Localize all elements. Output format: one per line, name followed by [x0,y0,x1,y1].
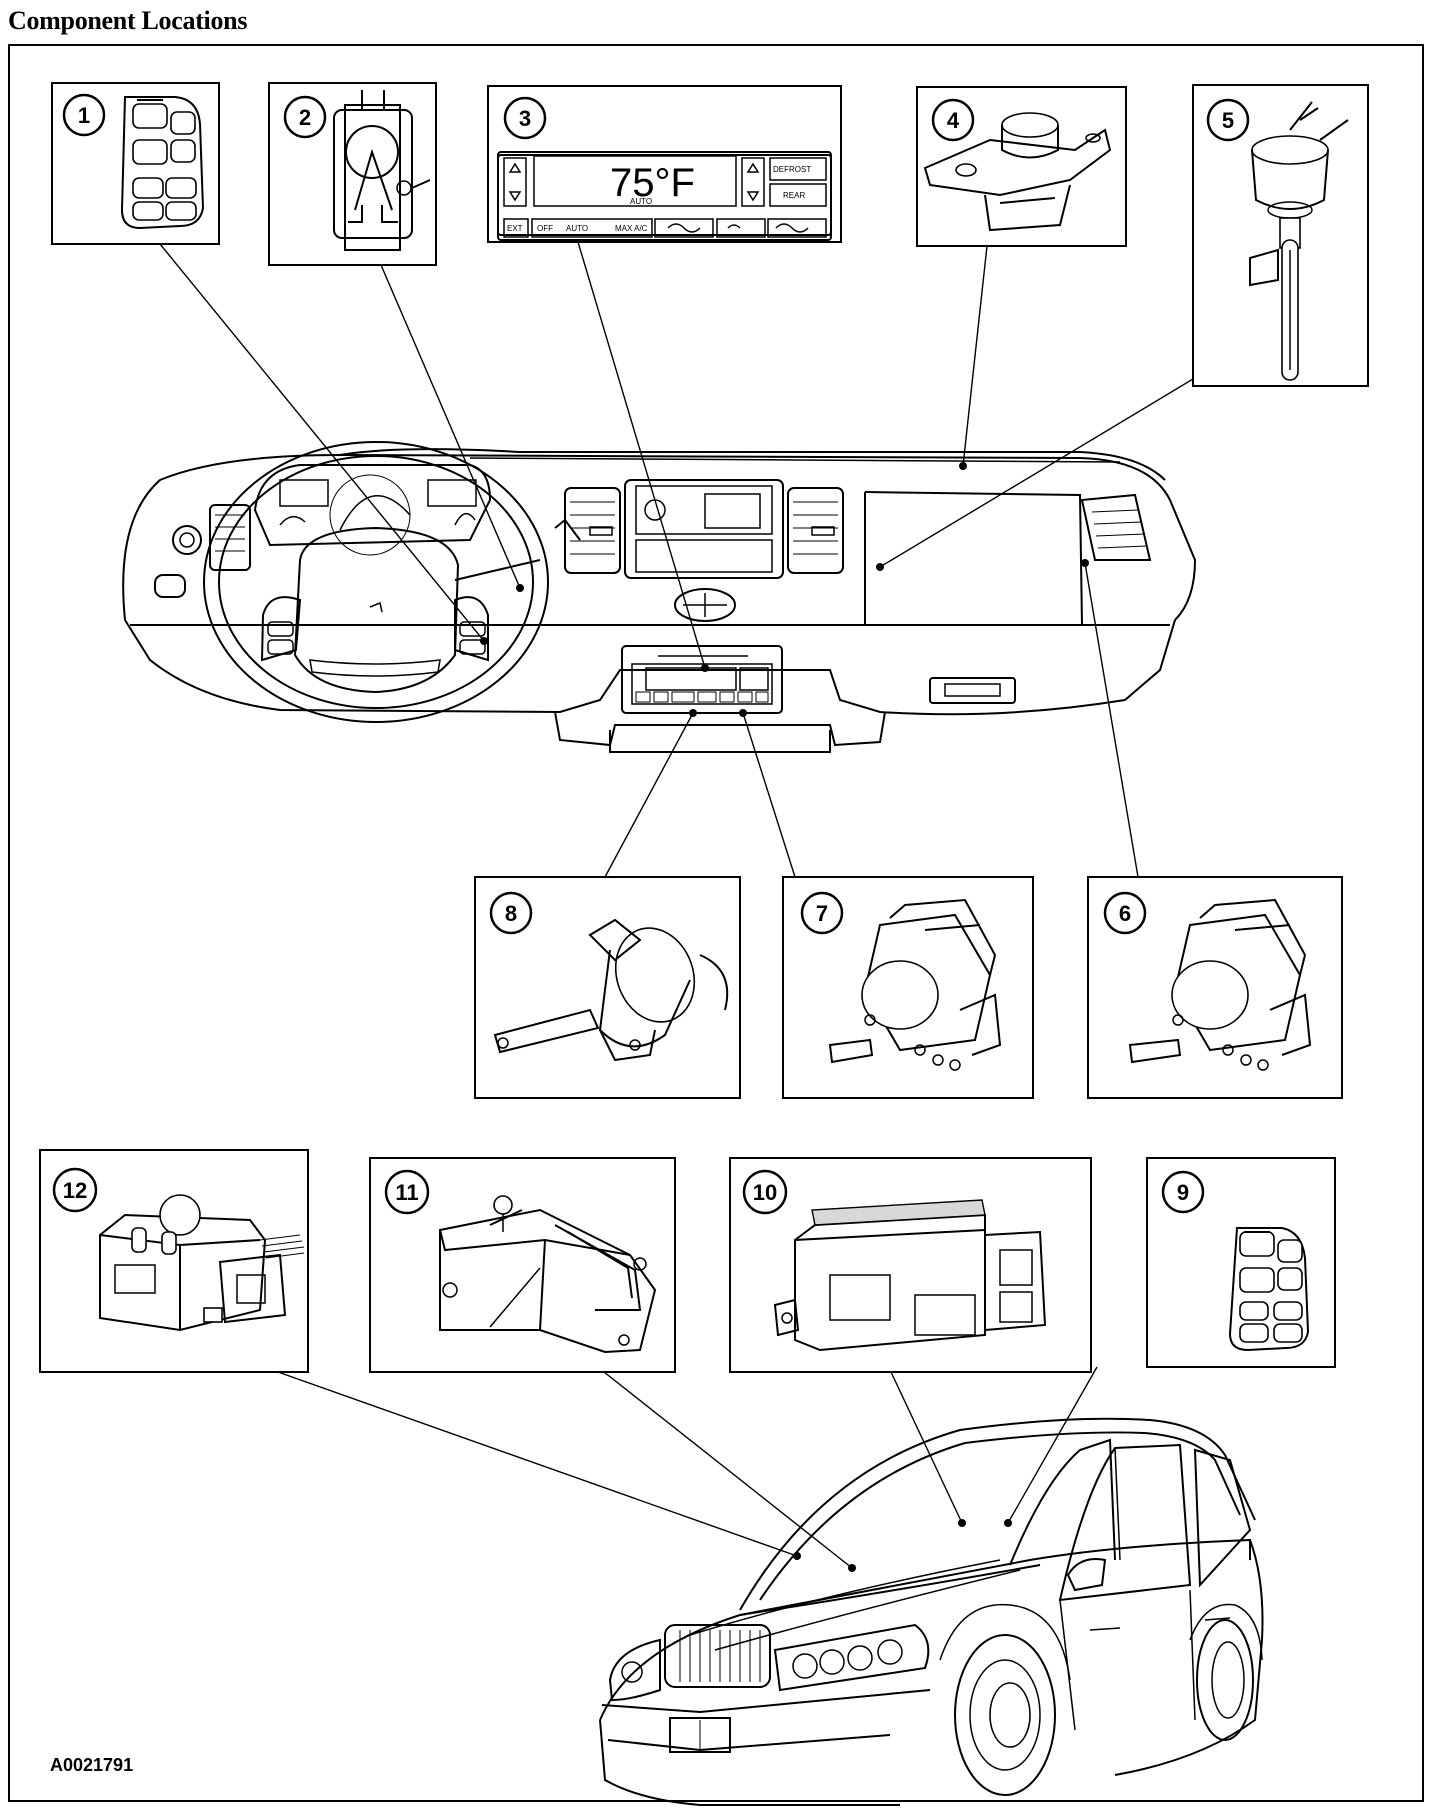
page-title: Component Locations [8,6,248,35]
svg-text:11: 11 [395,1180,418,1205]
svg-text:9: 9 [1177,1180,1189,1205]
defrost-label: DEFROST [773,165,811,174]
svg-text:6: 6 [1119,901,1131,926]
svg-text:4: 4 [947,108,960,133]
callout-8: 8 [489,891,533,935]
callout-11: 11 [384,1169,430,1215]
svg-text:2: 2 [299,105,311,130]
leader-lines [159,241,1199,1569]
callout-6: 6 [1103,891,1147,935]
callout-7: 7 [800,891,844,935]
callout-3: 3 [503,96,547,140]
temp-readout: 75°F [610,161,695,205]
callout-2: 2 [283,95,327,139]
svg-text:5: 5 [1222,108,1234,133]
auto-label: AUTO [566,224,588,233]
callout-badges: 1 2 3 4 5 6 7 8 9 10 11 12 [52,93,1250,1215]
callout-9: 9 [1161,1170,1205,1214]
auto-indicator: AUTO [630,197,652,206]
callout-10: 10 [742,1169,788,1215]
svg-text:10: 10 [753,1180,777,1205]
figure-id: A0021791 [50,1755,134,1775]
off-label: OFF [537,224,553,233]
panel-10-control-module [729,1157,1092,1373]
callout-12: 12 [52,1167,98,1213]
svg-text:7: 7 [816,901,828,926]
max-ac-label: MAX A/C [615,224,648,233]
callout-4: 4 [931,98,975,142]
callout-5: 5 [1206,98,1250,142]
vehicle-illustration [599,1417,1264,1806]
svg-text:8: 8 [505,901,517,926]
callout-1: 1 [62,93,106,137]
panel-3-climate-control-panel: 75°F AUTO EXT OFF AUTO MAX A/C DEFROST R… [487,85,842,243]
diagram-frame [8,44,1424,1802]
svg-text:12: 12 [63,1178,87,1203]
instrument-panel-illustration [122,441,1197,753]
ext-label: EXT [507,224,523,233]
rear-label: REAR [783,191,805,200]
svg-text:3: 3 [519,106,531,131]
svg-text:1: 1 [78,103,90,128]
